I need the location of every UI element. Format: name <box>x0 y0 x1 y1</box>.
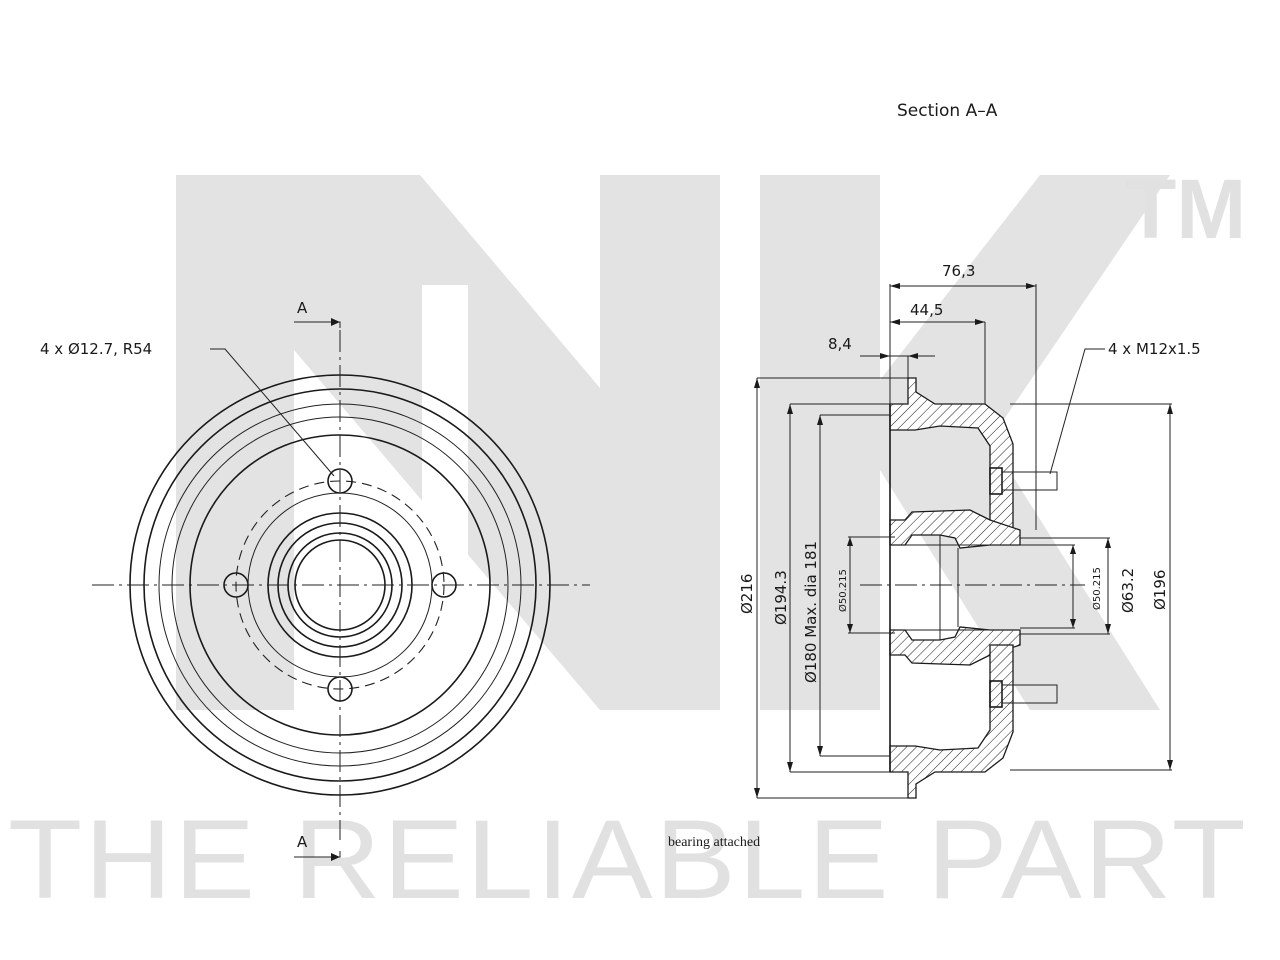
bolt-hole-top <box>327 468 353 494</box>
section-view: Section A–A 76,3 44,5 <box>738 101 1201 799</box>
front-view: 4 x Ø12.7, R54 A A <box>40 299 590 861</box>
section-title: Section A–A <box>897 101 998 121</box>
dim-hub-offset: 44,5 <box>910 301 943 319</box>
dim-outer-dia: Ø216 <box>738 574 756 614</box>
stud-callout: 4 x M12x1.5 <box>1108 340 1201 358</box>
trademark-mark: TM <box>1125 162 1246 256</box>
dim-overall-height: 76,3 <box>942 262 975 280</box>
dim-bore-left: Ø50.215 <box>837 569 849 612</box>
bearing-note: bearing attached <box>668 835 760 850</box>
dim-flange-thickness: 8,4 <box>828 335 852 353</box>
dim-drum-dia: Ø194.3 <box>772 570 790 625</box>
dim-max-dia: Ø180 Max. dia 181 <box>802 541 820 683</box>
watermark-tagline: THE RELIABLE PART <box>8 797 1248 922</box>
section-marker-top: A <box>297 299 308 317</box>
dim-pitch-dia: Ø196 <box>1151 570 1169 610</box>
dim-hub-dia: Ø63.2 <box>1119 568 1137 613</box>
dim-bore-right: Ø50.215 <box>1091 567 1103 610</box>
section-marker-bottom: A <box>297 833 308 851</box>
watermark-logo: TM <box>176 162 1246 715</box>
bolt-hole-callout: 4 x Ø12.7, R54 <box>40 340 152 358</box>
